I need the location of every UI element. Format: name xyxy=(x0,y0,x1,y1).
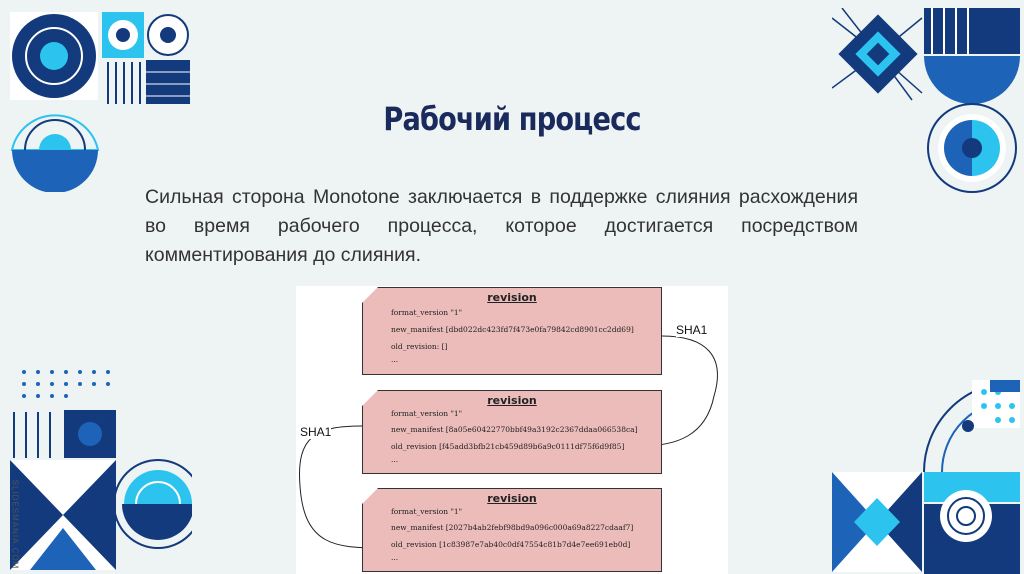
sha1-label-left: SHA1 xyxy=(300,425,332,439)
revision-line: old_revision [f45add3bfb21cb459d89b6a9c0… xyxy=(391,442,625,451)
revision-header: revision xyxy=(487,492,537,505)
revision-line: ... xyxy=(391,455,399,464)
decor-bottom-left xyxy=(10,370,192,570)
revision-line: new_manifest [2027b4ab2febf98bd9a096c000… xyxy=(391,523,634,532)
revision-box-3: revision format_version "1" new_manifest… xyxy=(361,487,662,572)
revision-header: revision xyxy=(487,291,537,304)
revision-line: ... xyxy=(391,355,399,364)
decor-bottom-right xyxy=(832,380,1020,574)
revision-line: ... xyxy=(391,553,399,562)
revision-diagram: SHA1 SHA1 revision format_version "1" ne… xyxy=(296,286,728,574)
revision-box-1: revision format_version "1" new_manifest… xyxy=(361,286,662,375)
revision-line: old_revision [1c83987e7ab40c0df47554c81b… xyxy=(391,540,631,549)
watermark: SLIDESMANIA.COM xyxy=(10,479,20,570)
revision-line: format_version "1" xyxy=(391,507,463,516)
decor-top-left xyxy=(10,12,190,192)
revision-line: new_manifest [dbd022dc423fd7f473e0fa7984… xyxy=(391,325,634,334)
decor-top-right xyxy=(832,8,1020,193)
revision-line: new_manifest [8a05e60422770bbf49a3192c23… xyxy=(391,425,638,434)
revision-line: old_revision: [] xyxy=(391,342,448,351)
revision-header: revision xyxy=(487,394,537,407)
revision-box-2: revision format_version "1" new_manifest… xyxy=(361,389,662,474)
revision-line: format_version "1" xyxy=(391,409,463,418)
sha1-label-right: SHA1 xyxy=(676,323,708,337)
slide-body: Сильная сторона Monotone заключается в п… xyxy=(145,186,858,266)
revision-line: format_version "1" xyxy=(391,308,463,317)
slide-title: Рабочий процесс xyxy=(383,100,641,138)
